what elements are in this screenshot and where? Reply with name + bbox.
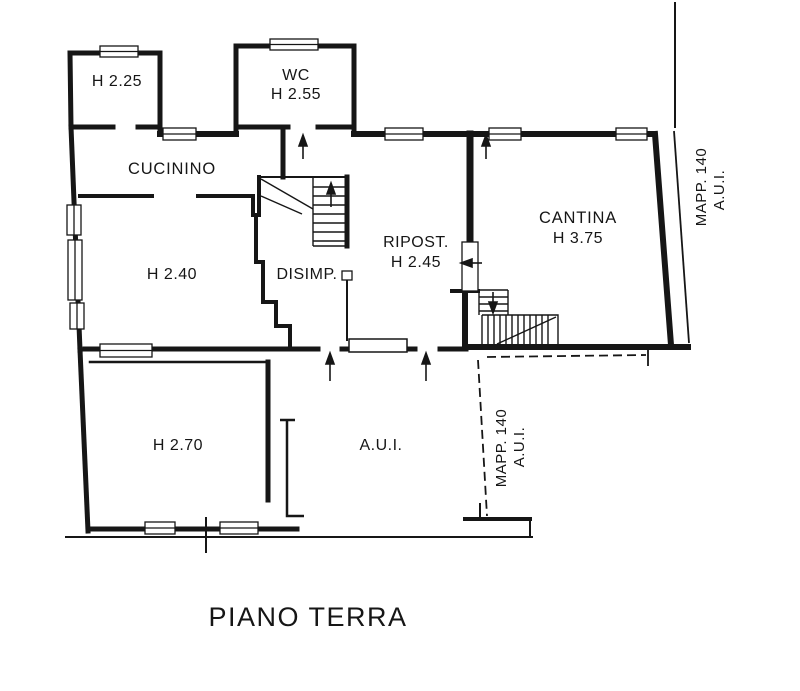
- stair-treads: [313, 186, 347, 247]
- room-h225-label: H 2.25: [92, 73, 142, 90]
- boundary-right-slanted: [673, 130, 690, 344]
- room-h270-label: H 2.70: [153, 437, 203, 454]
- plan-title: PIANO TERRA: [208, 602, 407, 632]
- door-threshold: [348, 338, 408, 353]
- wc-height-label: H 2.55: [271, 86, 321, 103]
- arrow-cantina-steps-down: [487, 292, 499, 316]
- wall-left-lower: [77, 347, 91, 534]
- window-top-2: [384, 127, 424, 141]
- arrow-stair-up: [325, 180, 337, 207]
- wall-stepped-disimp: [254, 213, 292, 351]
- arrow-corridor-door-2: [420, 350, 432, 381]
- parcel-bottom-line2: A.U.I.: [511, 427, 528, 468]
- arrow-wc-entry: [297, 132, 309, 159]
- staircase-cantina: [478, 289, 559, 345]
- cantina-name-label: CANTINA: [539, 209, 617, 227]
- window-left-3: [69, 302, 85, 330]
- window-bottom-2: [219, 521, 259, 535]
- dashed-line-horizontal: [486, 354, 647, 358]
- walls: [67, 43, 691, 534]
- boundary-lines: [65, 2, 690, 553]
- window-top-4: [615, 127, 648, 141]
- wc-name-label: WC: [282, 67, 310, 84]
- ripost-height-label: H 2.45: [391, 254, 441, 271]
- wall-cantina-right: [651, 130, 675, 349]
- cantina-height-label: H 3.75: [553, 230, 603, 247]
- wall-room-h225: [67, 50, 163, 132]
- arrow-corridor-door-1: [324, 350, 336, 381]
- boundary-dashed-lines: [477, 354, 647, 517]
- window-wc-top: [269, 38, 319, 51]
- window-h270-top: [99, 343, 153, 358]
- dashed-line-vertical: [477, 359, 488, 517]
- stair-break-diagonal-1: [260, 178, 314, 210]
- ripost-name-label: RIPOST.: [383, 234, 449, 251]
- parcel-right-line1: MAPP. 140: [693, 148, 710, 226]
- disimp-label: DISIMP.: [277, 266, 338, 283]
- windows: [66, 38, 648, 535]
- arrow-cantina-entry: [480, 132, 492, 159]
- parcel-bottom-line1: MAPP. 140: [493, 409, 510, 487]
- arrow-cantina-door-left: [458, 257, 482, 269]
- door-disimp: [341, 270, 408, 353]
- cucinino-label: CUCININO: [128, 160, 216, 178]
- window-bottom-1: [144, 521, 176, 535]
- boundary-aui-left: [280, 418, 304, 518]
- cantina-stair-diagonal: [496, 316, 557, 345]
- direction-arrows: [297, 132, 499, 381]
- parcel-right-line2: A.U.I.: [711, 170, 728, 211]
- door-hinge-square: [341, 270, 353, 281]
- room-h240-label: H 2.40: [147, 266, 197, 283]
- window-h225-top: [99, 45, 139, 58]
- staircase-main: [259, 176, 347, 247]
- cantina-stair-treads: [487, 315, 549, 345]
- window-top-1: [162, 127, 197, 141]
- window-left-1: [66, 204, 82, 236]
- window-top-3: [488, 127, 522, 141]
- window-left-2: [67, 239, 83, 301]
- stair-break-diagonal-2: [260, 195, 303, 215]
- aui-label: A.U.I.: [359, 437, 402, 454]
